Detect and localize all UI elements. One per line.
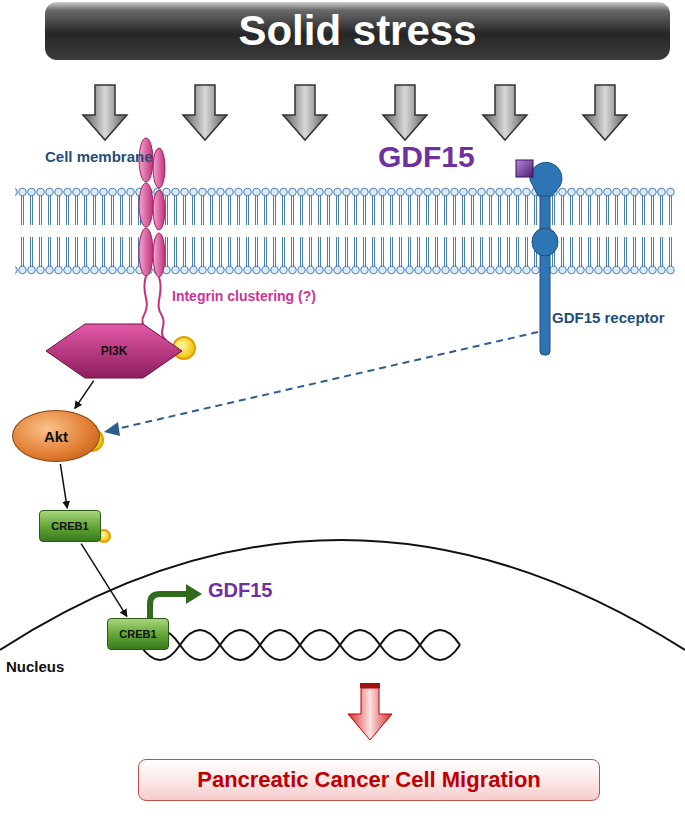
signal-arrow xyxy=(81,544,127,617)
transcription-factor-box: CREB1 xyxy=(39,510,101,542)
receptor-label: GDF15 receptor xyxy=(552,309,665,326)
nucleus-label: Nucleus xyxy=(6,658,64,675)
signal-arrow xyxy=(75,381,94,409)
kinase-ellipse: Akt xyxy=(12,410,100,462)
stress-banner: Solid stress xyxy=(45,2,670,60)
gdf15-ligand xyxy=(516,160,533,177)
outcome-box: Pancreatic Cancer Cell Migration xyxy=(138,759,600,801)
transcription-arrowhead xyxy=(186,584,202,604)
dna-helix xyxy=(140,630,460,660)
node-text: CREB1 xyxy=(119,628,156,640)
gdf15-receptor xyxy=(530,162,562,355)
result-arrow xyxy=(348,683,392,740)
node-text: Solid stress xyxy=(238,7,476,55)
integrin xyxy=(139,138,166,340)
membrane-label: Cell membrane xyxy=(45,148,153,165)
node-text: Pancreatic Cancer Cell Migration xyxy=(197,767,541,793)
node-text: PI3K xyxy=(101,344,128,358)
transcription-arrow xyxy=(150,594,188,620)
integrin-label: Integrin clustering (?) xyxy=(172,288,316,304)
lipid-bilayer xyxy=(15,185,675,277)
ligand-label: GDF15 xyxy=(378,140,475,174)
node-text: CREB1 xyxy=(51,520,88,532)
signal-arrow xyxy=(60,464,67,508)
gene-label: GDF15 xyxy=(208,579,272,602)
stress-arrows xyxy=(83,85,627,140)
nuclear-envelope xyxy=(0,540,685,650)
kinase-diamond: PI3K xyxy=(45,323,183,379)
dashed-arrowhead xyxy=(104,422,120,436)
node-text: Akt xyxy=(44,428,68,445)
transcription-factor-box: CREB1 xyxy=(107,618,169,650)
